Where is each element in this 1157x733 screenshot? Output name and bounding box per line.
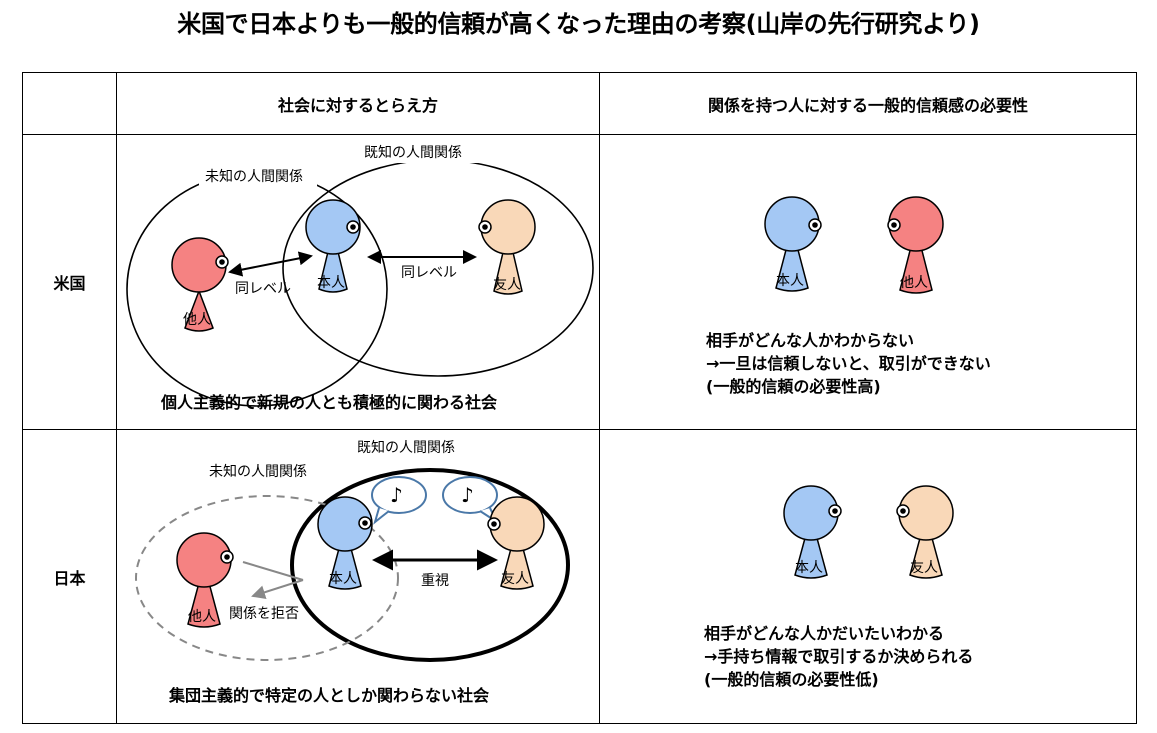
usa-society-diagram: 未知の人間関係 既知の人間関係 他人 本人	[126, 141, 594, 407]
speech-bubble-friend: ♪	[442, 476, 500, 525]
known-relations-label: 既知の人間関係	[364, 144, 462, 161]
japan-summary: 集団主義的で特定の人としか関わらない社会	[169, 686, 490, 705]
unknown-relations-label: 未知の人間関係	[209, 463, 307, 480]
same-level-label-2: 同レベル	[401, 265, 457, 281]
reject-line	[242, 561, 304, 581]
person-self: 本人	[764, 196, 822, 292]
usa-trust-line-2: →一旦は信頼しないと、取引ができない	[706, 354, 991, 373]
svg-text:友人: 友人	[501, 571, 529, 587]
person-other: 他人	[887, 196, 944, 294]
usa-summary: 個人主義的で新規の人とも積極的に関わる社会	[161, 393, 498, 412]
japan-trust-diagram: 本人 友人	[783, 485, 954, 579]
same-level-arrow-1	[228, 251, 313, 277]
music-note-icon: ♪	[390, 483, 403, 507]
svg-text:本人: 本人	[776, 273, 804, 289]
person-friend: 友人	[478, 199, 536, 295]
header-trust-necessity: 関係を持つ人に対する一般的信頼感の必要性	[599, 72, 1137, 135]
known-relations-circle	[290, 468, 570, 662]
unknown-relations-label: 未知の人間関係	[205, 168, 303, 185]
corner-cell	[22, 72, 117, 135]
svg-text:本人: 本人	[329, 571, 357, 587]
comparison-table: 社会に対するとらえ方 関係を持つ人に対する一般的信頼感の必要性 米国 未知の人間…	[22, 72, 1137, 724]
reject-arrow	[251, 579, 304, 600]
japan-trust-cell: 本人 友人 相手がどんな人かだいたいわかる →手持ち情報で取引するか決められる …	[599, 429, 1137, 724]
person-other: 他人	[171, 237, 229, 332]
svg-text:他人: 他人	[188, 609, 216, 625]
page-title: 米国で日本よりも一般的信頼が高くなった理由の考察(山岸の先行研究より)	[177, 10, 980, 38]
person-friend: 友人	[487, 496, 545, 590]
svg-text:他人: 他人	[900, 275, 928, 291]
music-note-icon: ♪	[461, 483, 474, 507]
japan-trust-line-3: (一般的信頼の必要性低)	[704, 670, 879, 689]
row-label-usa: 米国	[22, 134, 117, 430]
usa-trust-diagram: 本人 他人	[764, 196, 944, 294]
header-society-view: 社会に対するとらえ方	[116, 72, 600, 135]
person-other: 他人	[176, 532, 234, 628]
person-self: 本人	[783, 485, 842, 579]
svg-text:他人: 他人	[183, 312, 211, 328]
person-self: 本人	[317, 496, 373, 590]
svg-text:友人: 友人	[493, 277, 521, 293]
svg-text:本人: 本人	[317, 275, 345, 291]
japan-society-diagram: 未知の人間関係 既知の人間関係 ♪ ♪	[135, 439, 570, 662]
person-friend: 友人	[896, 485, 954, 579]
person-self: 本人	[305, 199, 361, 293]
reject-label: 関係を拒否	[229, 606, 299, 622]
svg-text:友人: 友人	[910, 560, 938, 576]
japan-trust-text: 相手がどんな人かだいたいわかる →手持ち情報で取引するか決められる (一般的信頼…	[704, 622, 973, 691]
same-level-label-1: 同レベル	[235, 281, 291, 297]
row-label-japan: 日本	[22, 429, 117, 724]
usa-trust-text: 相手がどんな人かわからない →一旦は信頼しないと、取引ができない (一般的信頼の…	[706, 329, 991, 398]
usa-society-cell: 未知の人間関係 既知の人間関係 他人 本人	[116, 134, 600, 430]
japan-trust-line-2: →手持ち情報で取引するか決められる	[704, 647, 974, 666]
known-relations-label: 既知の人間関係	[357, 439, 455, 456]
svg-text:本人: 本人	[795, 560, 823, 576]
speech-bubble-self: ♪	[371, 476, 427, 525]
japan-trust-line-1: 相手がどんな人かだいたいわかる	[704, 624, 945, 643]
usa-trust-cell: 本人 他人 相手がどんな人かわからない →一旦は信頼しないと、取引ができない (…	[599, 134, 1137, 430]
usa-trust-line-3: (一般的信頼の必要性高)	[706, 377, 881, 396]
usa-trust-line-1: 相手がどんな人かわからない	[706, 331, 915, 350]
emphasis-label: 重視	[421, 573, 449, 589]
unknown-relations-circle	[135, 495, 399, 661]
japan-society-cell: 未知の人間関係 既知の人間関係 ♪ ♪	[116, 429, 600, 724]
